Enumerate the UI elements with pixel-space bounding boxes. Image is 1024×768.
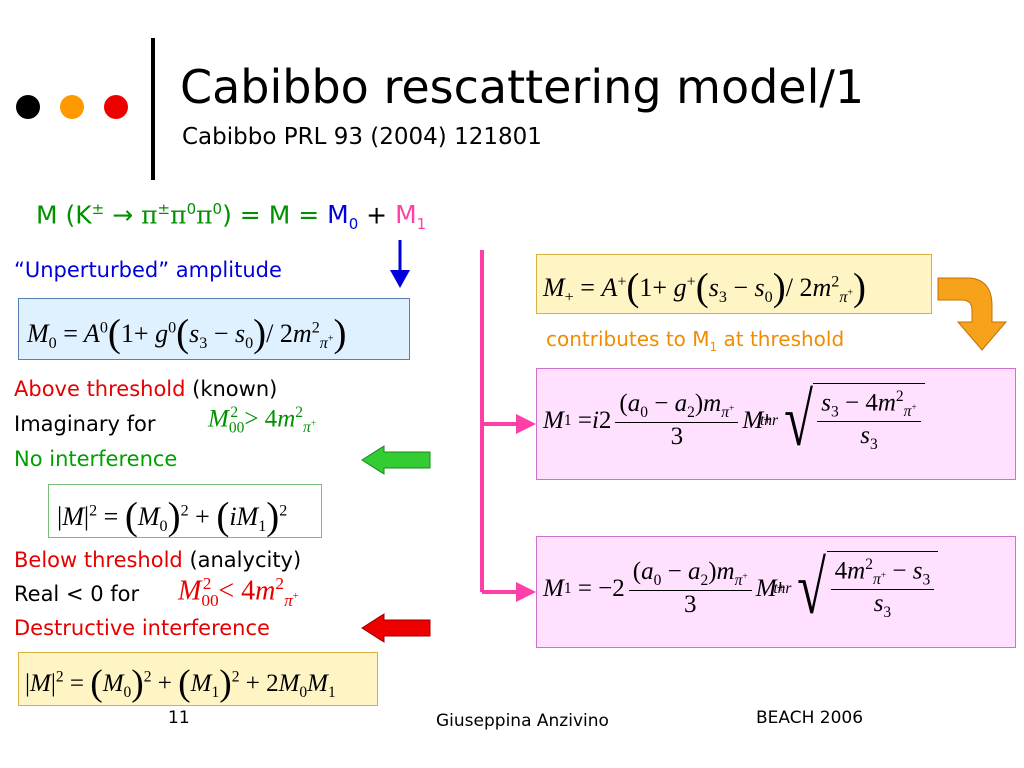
destructive-formula-box: |M|2 = (M0)2 + (M1)2 + 2M0M1 — [18, 652, 378, 706]
footer-conference: BEACH 2006 — [756, 708, 864, 728]
green-left-arrow — [361, 445, 431, 475]
destructive-formula: |M|2 = (M0)2 + (M1)2 + 2M0M1 — [25, 663, 336, 704]
above-threshold-line: Above threshold (known) — [14, 377, 278, 401]
no-interference-label: No interference — [14, 447, 178, 471]
slide-subtitle: Cabibbo PRL 93 (2004) 121801 — [182, 124, 542, 150]
bullet-dot-red — [104, 95, 128, 119]
blue-down-arrow-head — [390, 270, 410, 288]
destructive-label: Destructive interference — [14, 616, 270, 640]
mplus-formula: M+ = A+(1+ g+(s3 − s0)/ 2m2π+) — [543, 266, 867, 309]
footer-page-number: 11 — [168, 708, 190, 728]
slide-title: Cabibbo rescattering model/1 — [180, 60, 865, 114]
unperturbed-label: “Unperturbed” amplitude — [14, 258, 282, 282]
no-interference-formula: |M|2 = (M0)2 + (iM1)2 — [57, 495, 288, 538]
imaginary-for-line: Imaginary for — [14, 412, 156, 436]
footer-author: Giuseppina Anzivino — [436, 711, 609, 731]
m00-lt-formula: M002 < 4m2π+ — [178, 574, 299, 610]
m0-formula-box: M0 = A0(1+ g0(s3 − s0)/ 2m2π+) — [18, 298, 410, 360]
below-threshold-line: Below threshold (analycity) — [14, 548, 302, 572]
orange-curved-arrow — [937, 277, 1008, 351]
mplus-formula-box: M+ = A+(1+ g+(s3 − s0)/ 2m2π+) — [536, 254, 932, 314]
red-left-arrow — [361, 613, 431, 643]
no-interference-formula-box: |M|2 = (M0)2 + (iM1)2 — [48, 484, 322, 538]
real-lt0-line: Real < 0 for — [14, 582, 140, 606]
m0-formula: M0 = A0(1+ g0(s3 − s0)/ 2m2π+) — [27, 312, 347, 355]
pink-arrow-lower-head — [516, 582, 536, 602]
pink-arrow-upper-head — [516, 414, 536, 434]
contributes-label: contributes to M1 at threshold — [546, 327, 845, 354]
bullet-dot-black — [16, 95, 40, 119]
header-divider — [151, 38, 155, 180]
m00-gt-formula: M002 > 4m2π+ — [208, 404, 317, 437]
main-equation: M (K± → π±π0π0) = M = M0 + M1 — [36, 200, 427, 234]
bullet-dot-orange — [60, 95, 84, 119]
